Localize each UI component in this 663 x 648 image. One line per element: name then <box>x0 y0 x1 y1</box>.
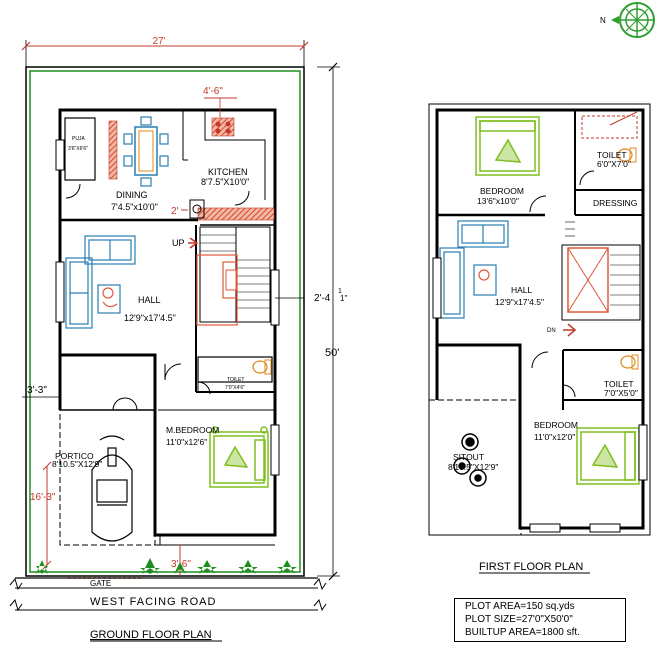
staircase <box>196 226 271 326</box>
dining-table <box>123 116 169 187</box>
up-label: UP <box>172 238 185 248</box>
bedroom1-label: BEDROOM <box>480 186 524 196</box>
first-hall-label: HALL <box>511 285 533 295</box>
right-setback-fraction: 1" <box>340 294 347 303</box>
stove-counter <box>211 117 235 137</box>
hall-label: HALL <box>138 295 161 305</box>
pooja-size: 3'6"X6'6" <box>68 146 88 152</box>
car <box>91 435 133 542</box>
portico-outline <box>59 409 156 546</box>
sitout-chairs <box>453 433 487 487</box>
toilet2-label: TOILET <box>604 379 634 389</box>
master-bedroom-size: 11'0"x12'6" <box>166 437 207 447</box>
plot-boundary <box>25 66 305 577</box>
right-setback-label: 2'-4 <box>314 293 331 304</box>
pooja-label: PUJA <box>72 136 85 142</box>
dining-label: DINING <box>116 190 148 200</box>
gate-label: GATE <box>90 579 111 588</box>
master-bedroom-label: M.BEDROOM <box>166 425 219 435</box>
depth-dimension-label: 50' <box>325 347 339 359</box>
ground-toilet <box>197 356 273 383</box>
north-compass-icon <box>611 2 655 38</box>
hall-size: 12'9"x17'4.5" <box>124 313 176 323</box>
toilet1-size: 6'0"X7'0" <box>597 159 631 169</box>
kitchen-top-dimension: 4'-6" <box>203 86 223 97</box>
bedroom1-size: 13'6"x10'0" <box>477 196 519 206</box>
dining-size: 7'4.5"x10'0" <box>111 202 158 212</box>
first-floor-outline <box>428 103 651 536</box>
toilet-label: TOILET <box>227 377 244 383</box>
plot-size-text: PLOT SIZE=27'0"X50'0" <box>465 614 573 625</box>
sitout-size: 8'10.5"X12'9" <box>448 462 498 472</box>
right-setback-fraction-top: 1 <box>338 288 342 295</box>
hall-sofa <box>65 235 136 329</box>
dressing-label: DRESSING <box>593 198 637 208</box>
portico-label: PORTICO <box>55 451 94 461</box>
dining-brick-wall <box>108 120 118 180</box>
ground-floor-title: GROUND FLOOR PLAN <box>90 629 212 641</box>
first-floor-plan: DN <box>428 2 655 574</box>
first-floor-title: FIRST FLOOR PLAN <box>479 561 583 573</box>
plants <box>36 558 297 574</box>
bedroom2-label: BEDROOM <box>534 420 578 430</box>
plot-boundary-green <box>29 70 301 573</box>
master-bed <box>209 426 269 488</box>
toilet1-label: TOILET <box>597 150 627 160</box>
left-setback-label: 3'-3" <box>27 385 47 396</box>
builtup-area-text: BUILTUP AREA=1800 sft. <box>465 627 580 638</box>
dining-gap-dimension: 2' <box>171 206 179 217</box>
first-floor-staircase <box>561 221 641 321</box>
compass-label: N <box>600 16 606 25</box>
sitout-label: SITOUT <box>453 452 484 462</box>
toilet-size: 7'0"X4'6" <box>225 385 245 391</box>
road-label: WEST FACING ROAD <box>90 596 216 608</box>
kitchen-label: KITCHEN <box>208 167 248 177</box>
bedroom2-size: 11'0"x12'0" <box>534 432 575 442</box>
pooja-room <box>64 117 96 181</box>
dn-label: DN <box>547 328 556 334</box>
first-hall-size: 12'9"x17'4.5" <box>495 297 544 307</box>
kitchen-brick-slab <box>197 207 275 221</box>
bedroom2-bed <box>576 427 640 485</box>
portico-size: 8'10.5"X12'9" <box>52 459 102 469</box>
ground-floor-plan: 27' 50' <box>9 36 347 642</box>
portico-depth-dimension: 16'-3" <box>30 492 56 503</box>
plot-info-box: PLOT AREA=150 sq.yds PLOT SIZE=27'0"X50'… <box>454 598 626 642</box>
bedroom1-bed <box>475 116 540 176</box>
width-dimension-label: 27' <box>152 36 165 47</box>
plot-area-text: PLOT AREA=150 sq.yds <box>465 601 575 612</box>
kitchen-size: 8'7.5"X10'0" <box>201 177 249 187</box>
toilet2-size: 7'0"X5'0" <box>604 388 638 398</box>
